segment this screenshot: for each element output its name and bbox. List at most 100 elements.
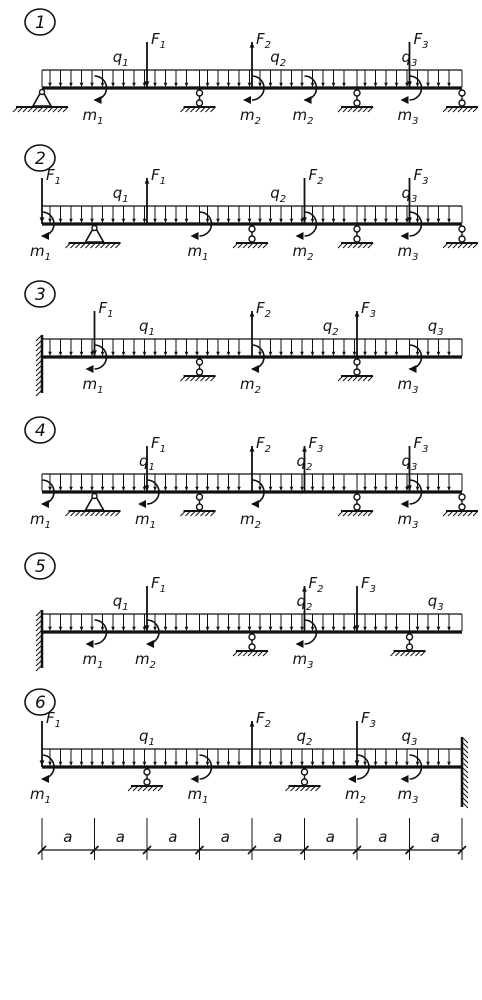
moment-label-m2: m2: [240, 375, 261, 396]
arrowhead: [415, 351, 420, 356]
ground-hatch: [242, 242, 249, 249]
force-F1: F1: [144, 166, 166, 224]
arrowhead: [279, 761, 283, 766]
wall-hatch: [461, 756, 469, 764]
arrowhead: [142, 351, 147, 356]
arrowhead: [407, 217, 412, 223]
load-label-q1: q1: [113, 48, 129, 69]
arrowhead: [205, 82, 210, 87]
distributed-load-q3: q3: [409, 592, 463, 631]
moment-m2: m2: [345, 754, 370, 806]
wall-hatch: [461, 741, 469, 749]
wall-hatch: [461, 771, 469, 779]
arrowhead: [121, 82, 126, 87]
wall-hatch: [35, 354, 43, 362]
arrowhead: [237, 218, 241, 223]
ground-hatch: [115, 510, 121, 517]
ground-hatch: [105, 510, 111, 517]
arrowhead: [342, 82, 346, 87]
moment-label-m2: m2: [135, 650, 156, 671]
ground-hatch: [142, 785, 149, 792]
moment-arrowhead: [190, 232, 199, 240]
moment-arc: [94, 619, 108, 645]
wall-hatch: [35, 634, 43, 642]
moment-m3: m3: [398, 211, 423, 263]
arrowhead: [394, 351, 399, 356]
arrowhead: [331, 761, 336, 766]
arrowhead: [226, 626, 231, 631]
moment-m3: m3: [293, 619, 318, 671]
arrowhead: [302, 217, 307, 223]
arrowhead: [447, 626, 451, 631]
ground-hatch: [47, 106, 54, 113]
ground-hatch: [252, 650, 259, 657]
arrowhead: [321, 626, 325, 631]
arrowhead: [237, 626, 241, 631]
arrowhead: [302, 586, 307, 592]
ground-hatch: [237, 242, 244, 249]
arrowhead: [342, 626, 346, 631]
arrowhead: [121, 626, 126, 631]
ground-hatch: [65, 242, 71, 249]
support-roller: [127, 768, 164, 792]
wall-hatch: [35, 374, 43, 382]
arrowhead: [90, 351, 94, 356]
arrowhead: [426, 761, 430, 766]
dimension-tick: [194, 845, 205, 855]
moment-m3: m3: [398, 479, 423, 531]
load-label-q3: q3: [402, 184, 418, 205]
distributed-load-q1: q1: [41, 727, 253, 766]
arrowhead: [174, 761, 178, 766]
arrowhead: [153, 82, 157, 87]
ground-hatch: [242, 650, 249, 657]
arrowhead: [436, 351, 441, 356]
moment-arrowhead: [85, 640, 94, 648]
arrowhead: [331, 82, 336, 87]
arrowhead: [121, 761, 126, 766]
moment-m1: m1: [83, 344, 108, 396]
force-label-F3: F3: [309, 434, 324, 455]
ground-hatch: [410, 650, 416, 657]
force-F3: F3: [407, 30, 429, 88]
dimension-label: a: [378, 828, 387, 846]
wall-hatch: [35, 659, 43, 667]
support-pin: [65, 224, 121, 249]
arrowhead: [279, 626, 283, 631]
arrowhead: [69, 626, 73, 631]
dimension-label: a: [273, 828, 282, 846]
moment-label-m2: m2: [293, 242, 314, 263]
arrowhead: [300, 626, 304, 631]
force-F3: F3: [407, 166, 429, 224]
distributed-load-q2: q2: [251, 317, 410, 356]
force-label-F1: F1: [99, 299, 114, 320]
arrowhead: [268, 761, 273, 766]
moment-arrowhead: [408, 365, 417, 373]
arrowhead: [48, 761, 52, 766]
ground-hatch: [362, 242, 369, 249]
roller-hinge-bottom: [143, 778, 151, 786]
force-label-F1: F1: [151, 166, 166, 187]
arrowhead: [279, 486, 283, 491]
moment-m3: m3: [398, 344, 423, 396]
support-roller: [232, 633, 269, 657]
arrowhead: [426, 486, 430, 491]
ground-hatch: [75, 242, 81, 249]
arrowhead: [268, 626, 273, 631]
wall-hatch: [35, 614, 43, 622]
moment-arc: [199, 211, 213, 237]
ground-hatch: [247, 242, 254, 249]
arrowhead: [289, 82, 294, 87]
arrowhead: [363, 486, 367, 491]
arrowhead: [153, 761, 157, 766]
moment-label-m3: m3: [398, 510, 419, 531]
arrowhead: [195, 761, 199, 766]
arrowhead: [279, 82, 283, 87]
wall-hatch: [35, 654, 43, 662]
ground-hatch: [462, 106, 469, 113]
moment-label-m1: m1: [83, 650, 104, 671]
arrowhead: [436, 486, 441, 491]
arrowhead: [226, 761, 231, 766]
arrowhead: [195, 486, 199, 491]
arrowhead: [352, 626, 357, 631]
moment-arrowhead: [41, 500, 49, 508]
